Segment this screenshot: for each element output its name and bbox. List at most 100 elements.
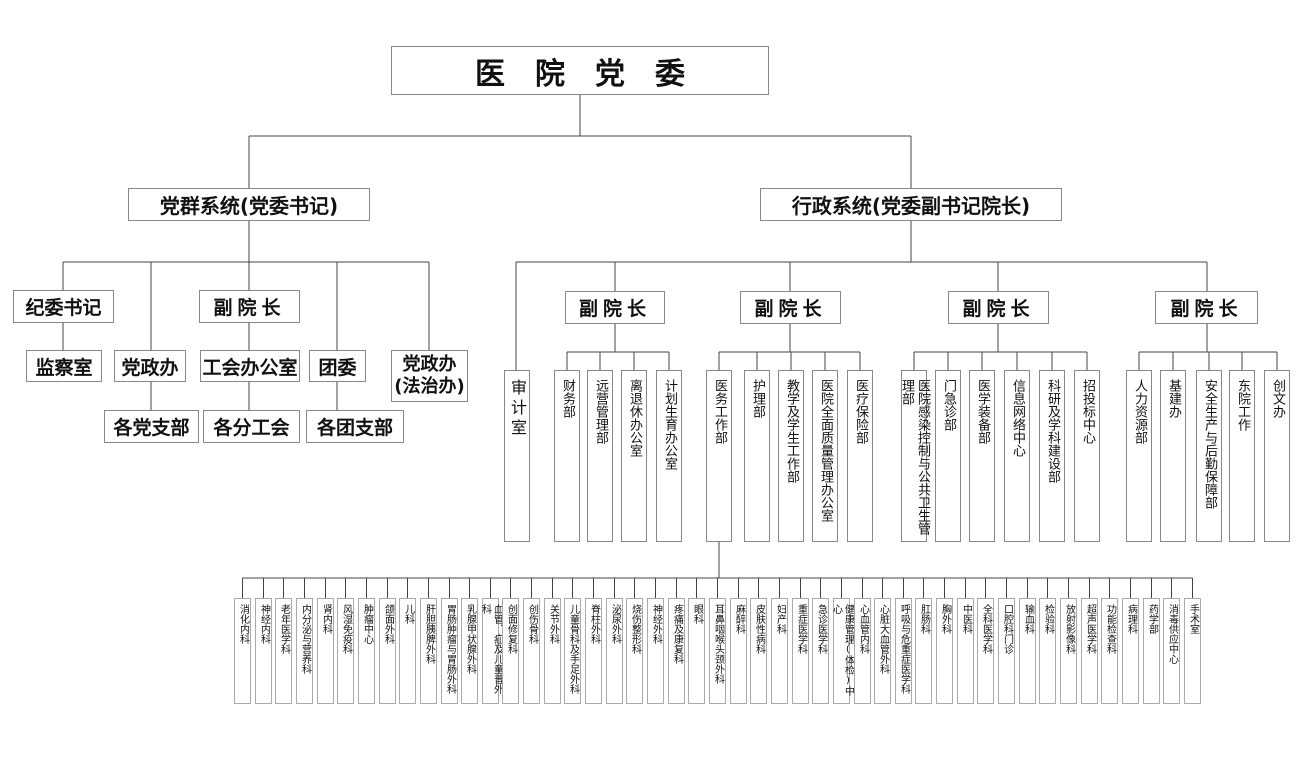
youth-league: 团委 [309, 350, 366, 382]
clinical-dept-label: 胸外科 [939, 604, 951, 634]
clinical-dept-21: 疼痛及康复科 [668, 598, 685, 704]
vp3-dept-label: 医院感染控制与公共卫生管理部 [899, 379, 930, 535]
clinical-dept-label: 药学部 [1146, 604, 1158, 634]
clinical-dept-6: 肿瘤中心 [358, 598, 375, 704]
vp1-dept-label: 远营管理部 [593, 379, 608, 444]
clinical-dept-27: 重症医学科 [792, 598, 809, 704]
union-office: 工会办公室 [200, 350, 300, 382]
clinical-dept-label: 烧伤整形科 [629, 604, 641, 654]
clinical-dept-label: 神经内科 [258, 604, 270, 644]
party-branches: 各党支部 [104, 410, 199, 443]
clinical-dept-43: 病理科 [1122, 598, 1139, 704]
legal-office-line1: 党政办 [402, 354, 457, 375]
clinical-dept-31: 心脏大血管外科 [874, 598, 891, 704]
clinical-dept-label: 消化内科 [237, 604, 249, 644]
clinical-dept-label: 血管、疝及儿童普外科 [479, 604, 503, 694]
clinical-dept-37: 口腔科门诊 [998, 598, 1015, 704]
clinical-dept-label: 功能检查科 [1104, 604, 1116, 654]
hospital-party-committee: 医院党委 [391, 46, 769, 95]
clinical-dept-label: 妇产科 [774, 604, 786, 634]
clinical-dept-19: 烧伤整形科 [626, 598, 643, 704]
vp3-dept-label: 招投标中心 [1080, 379, 1095, 444]
clinical-dept-label: 眼科 [691, 604, 703, 624]
clinical-dept-label: 中医科 [960, 604, 972, 634]
clinical-dept-label: 健康管理(体检)中心 [830, 604, 854, 696]
vp4-dept-3: 东院工作 [1229, 370, 1255, 542]
vp4-dept-label: 创文办 [1270, 379, 1285, 418]
clinical-dept-34: 胸外科 [936, 598, 953, 704]
clinical-dept-42: 功能检查科 [1101, 598, 1118, 704]
clinical-dept-label: 风湿免疫科 [340, 604, 352, 654]
clinical-dept-label: 乳腺甲状腺外科 [464, 604, 476, 674]
clinical-dept-label: 重症医学科 [795, 604, 807, 654]
clinical-dept-46: 手术室 [1184, 598, 1201, 704]
vice-president-3: 副院长 [948, 291, 1049, 324]
vp1-dept-0: 财务部 [554, 370, 580, 542]
clinical-dept-38: 输血科 [1019, 598, 1036, 704]
clinical-dept-25: 皮肤性病科 [750, 598, 767, 704]
clinical-dept-label: 肝胆胰脾外科 [423, 604, 435, 664]
clinical-dept-label: 麻醉科 [733, 604, 745, 634]
vp3-dept-5: 招投标中心 [1074, 370, 1100, 542]
clinical-dept-3: 内分泌与营养科 [296, 598, 313, 704]
legal-office-line2: (法治办) [394, 376, 465, 397]
clinical-dept-label: 消毒供应中心 [1166, 604, 1178, 664]
clinical-dept-label: 放射影像科 [1063, 604, 1075, 654]
clinical-dept-label: 心脏大血管外科 [877, 604, 889, 674]
vp2-dept-2: 教学及学生工作部 [778, 370, 804, 542]
clinical-dept-44: 药学部 [1143, 598, 1160, 704]
discipline-secretary: 纪委书记 [13, 290, 114, 323]
audit-office: 审计室 [504, 370, 530, 542]
clinical-dept-36: 全科医学科 [977, 598, 994, 704]
clinical-dept-33: 肛肠科 [915, 598, 932, 704]
clinical-dept-label: 呼吸与危重症医学科 [898, 604, 910, 694]
clinical-dept-label: 老年医学科 [278, 604, 290, 654]
supervision-office: 监察室 [26, 350, 102, 382]
vp1-dept-1: 远营管理部 [587, 370, 613, 542]
vp2-dept-label: 教学及学生工作部 [784, 379, 799, 483]
clinical-dept-label: 病理科 [1125, 604, 1137, 634]
clinical-dept-12: 血管、疝及儿童普外科 [480, 598, 503, 704]
vice-president-2: 副院长 [740, 291, 841, 324]
clinical-dept-7: 颌面外科 [379, 598, 396, 704]
clinical-dept-28: 急诊医学科 [812, 598, 829, 704]
clinical-dept-4: 肾内科 [317, 598, 334, 704]
clinical-dept-label: 肿瘤中心 [361, 604, 373, 644]
clinical-dept-label: 手术室 [1187, 604, 1199, 634]
clinical-dept-label: 创伤骨科 [526, 604, 538, 644]
clinical-dept-15: 关节外科 [544, 598, 561, 704]
clinical-dept-label: 检验科 [1042, 604, 1054, 634]
sub-unions: 各分工会 [203, 410, 300, 443]
clinical-dept-30: 心血管内科 [854, 598, 871, 704]
vp4-dept-label: 安全生产与后勤保障部 [1202, 379, 1217, 509]
clinical-dept-22: 眼科 [688, 598, 705, 704]
vp3-dept-1: 门急诊部 [935, 370, 961, 542]
clinical-dept-label: 脊柱外科 [588, 604, 600, 644]
vp4-dept-label: 东院工作 [1235, 379, 1250, 431]
vp4-dept-0: 人力资源部 [1126, 370, 1152, 542]
vp1-dept-label: 计划生育办公室 [662, 379, 677, 470]
legal-office: 党政办 (法治办) [391, 350, 468, 402]
party-mass-system: 党群系统(党委书记) [128, 188, 370, 221]
clinical-dept-14: 创伤骨科 [523, 598, 540, 704]
clinical-dept-23: 耳鼻咽喉头颈外科 [709, 598, 726, 704]
vp2-dept-label: 医院全面质量管理办公室 [818, 379, 833, 522]
vice-president-4: 副院长 [1155, 291, 1258, 324]
party-office: 党政办 [114, 350, 186, 382]
clinical-dept-label: 超声医学科 [1084, 604, 1096, 654]
vice-president-1: 副院长 [565, 291, 665, 324]
vp3-dept-label: 信息网络中心 [1010, 379, 1025, 457]
vp2-dept-0: 医务工作部 [706, 370, 732, 542]
clinical-dept-label: 儿科 [402, 604, 414, 624]
clinical-dept-label: 泌尿外科 [609, 604, 621, 644]
clinical-dept-32: 呼吸与危重症医学科 [895, 598, 912, 704]
vp3-dept-4: 科研及学科建设部 [1039, 370, 1065, 542]
clinical-dept-label: 输血科 [1022, 604, 1034, 634]
vp3-dept-3: 信息网络中心 [1004, 370, 1030, 542]
clinical-dept-5: 风湿免疫科 [337, 598, 354, 704]
clinical-dept-label: 全科医学科 [980, 604, 992, 654]
clinical-dept-label: 胃肠肿瘤与胃肠外科 [444, 604, 456, 694]
clinical-dept-17: 脊柱外科 [585, 598, 602, 704]
